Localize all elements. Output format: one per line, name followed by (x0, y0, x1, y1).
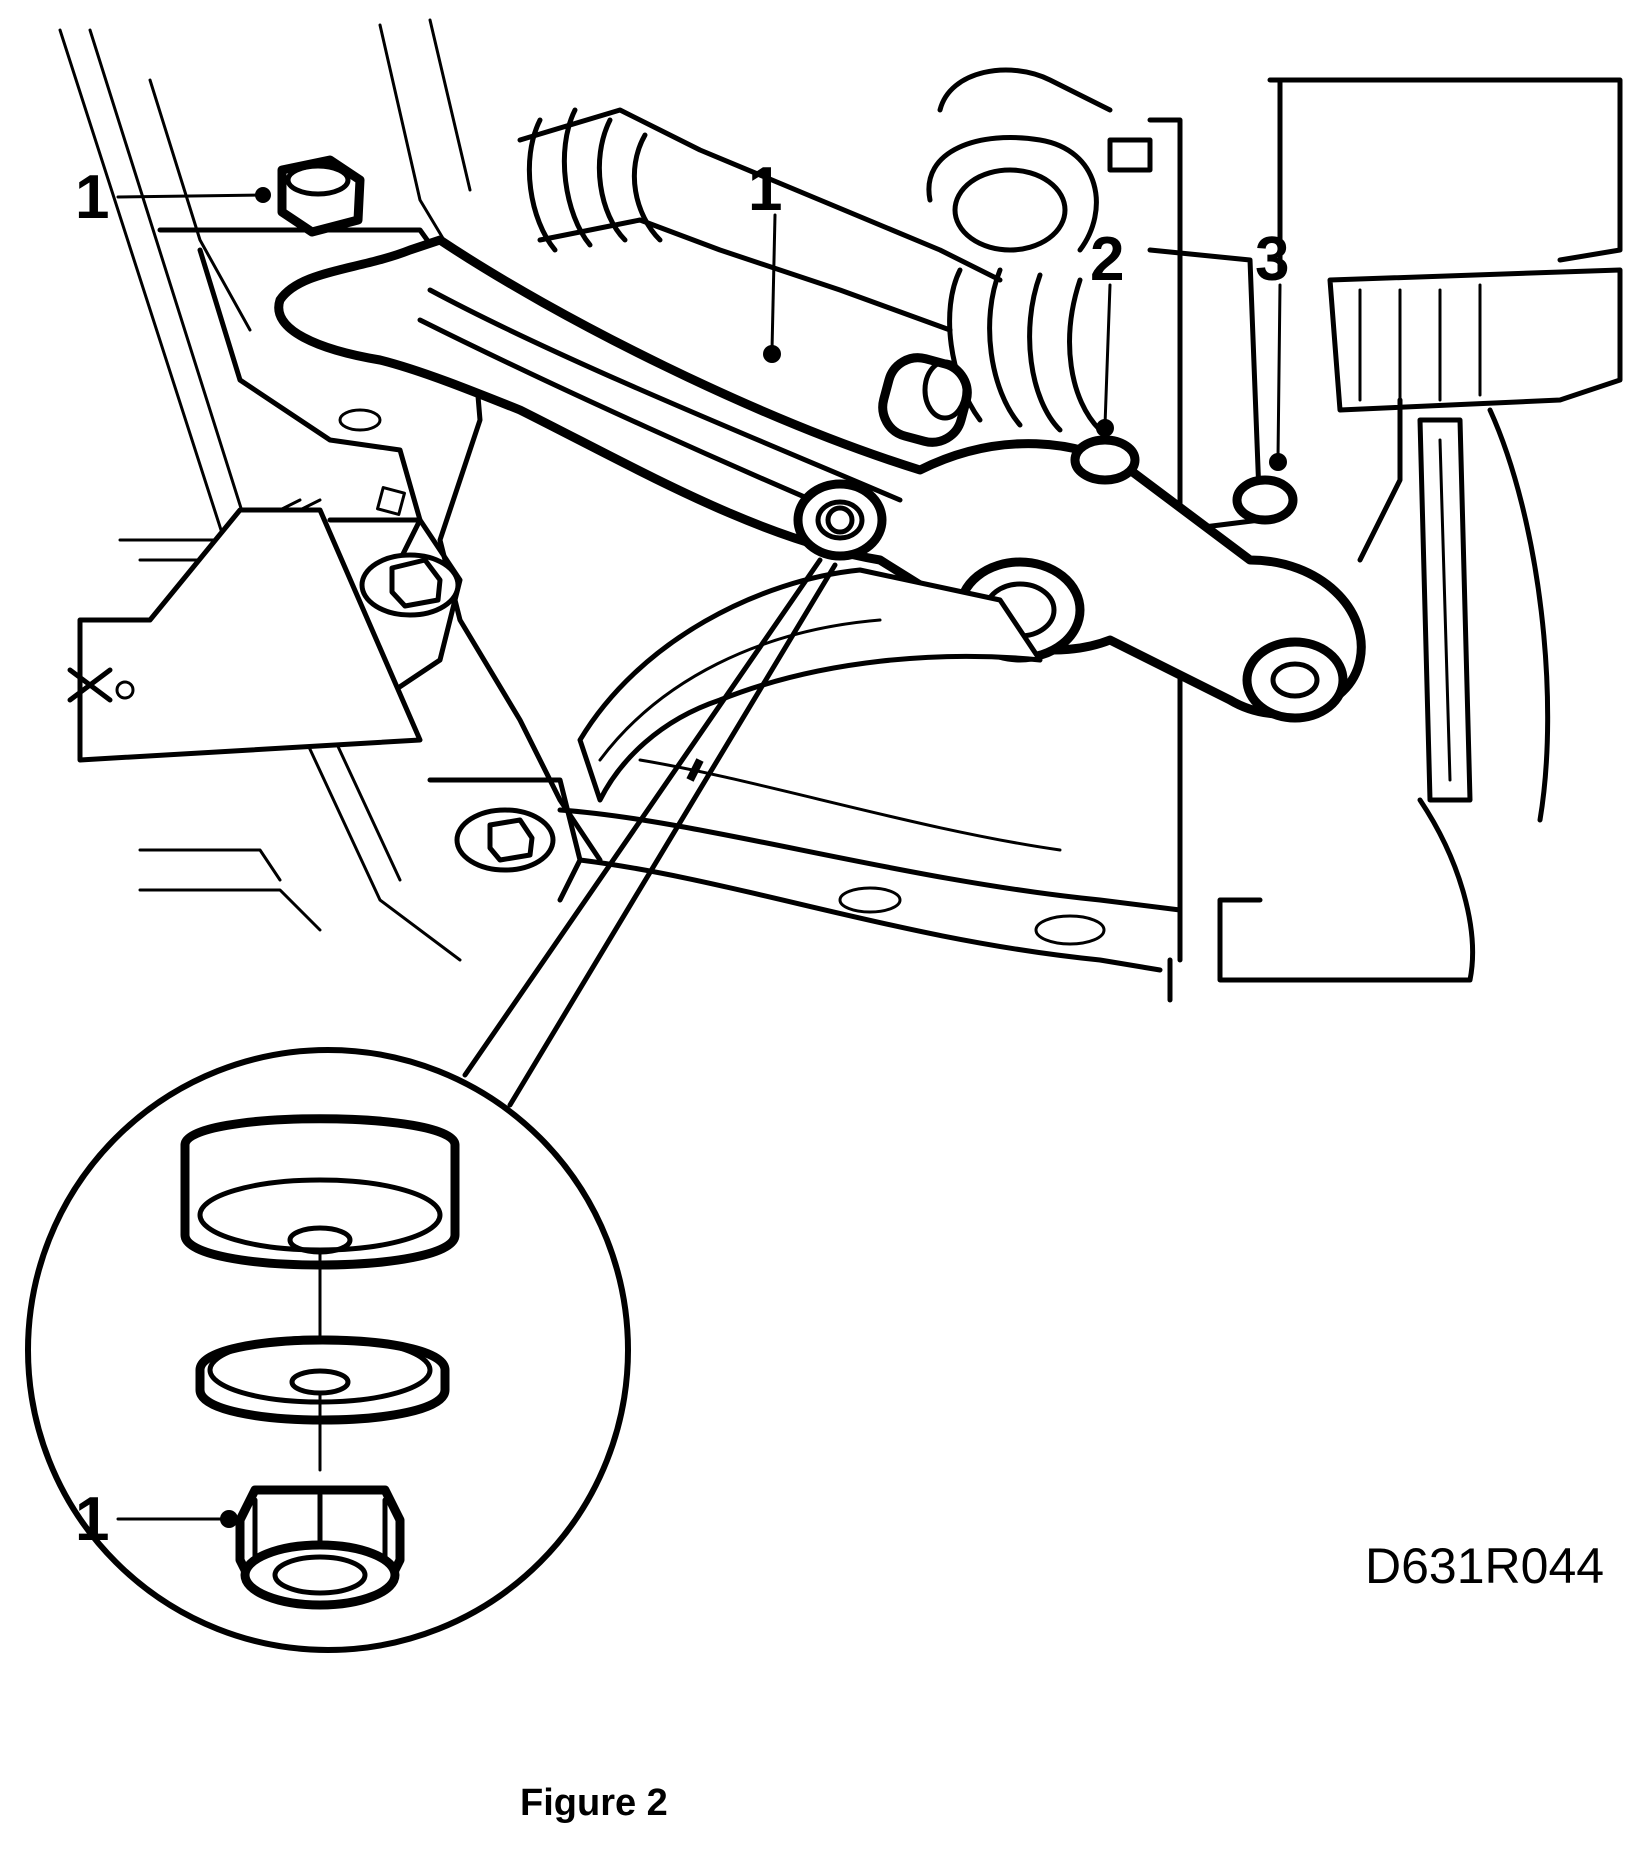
control-arm (274, 235, 1366, 803)
label-ball-joint-lower: 3 (1255, 225, 1289, 294)
drawing-code: D631R044 (1365, 1538, 1604, 1594)
driveshaft (517, 107, 1103, 433)
subframe-lower-bolts (359, 552, 556, 873)
detail-callout (25, 557, 838, 1653)
label-bolt-top-left: 1 (75, 163, 109, 232)
label-ball-joint-upper: 2 (1090, 225, 1124, 294)
figure-caption: Figure 2 (520, 1782, 668, 1824)
label-detail-nut: 1 (75, 1485, 109, 1554)
label-control-arm: 1 (748, 155, 782, 224)
subframe-bolt (255, 155, 365, 237)
leader-lines (116, 193, 1282, 460)
